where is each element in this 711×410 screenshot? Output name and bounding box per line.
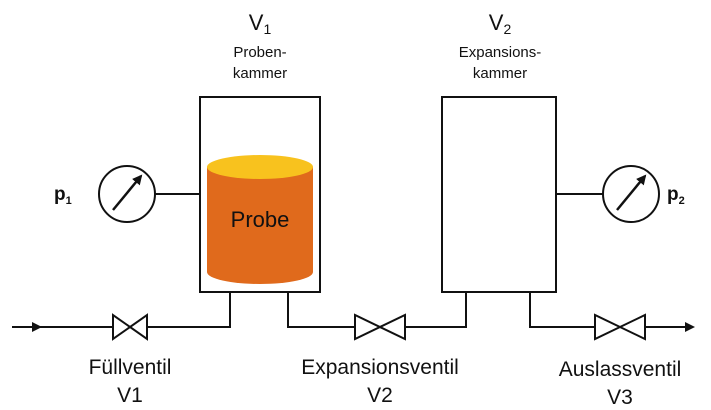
expansion-valve-id: V2 <box>367 384 393 407</box>
outlet-valve <box>594 313 646 341</box>
expansion-valve-icon <box>354 313 406 341</box>
outlet-valve-id: V3 <box>607 386 633 409</box>
expansion-pipe-right <box>405 292 467 328</box>
outlet-valve-name: Auslassventil <box>559 358 682 381</box>
sample-cylinder: Probe <box>207 155 313 284</box>
pressure-gauge-p2: p2 <box>556 165 685 223</box>
expansion-chamber <box>441 96 557 293</box>
outlet-valve-icon <box>594 313 646 341</box>
chamber-v2-label-line1: Expansions- <box>459 44 542 61</box>
expansion-pipe-left <box>287 292 355 328</box>
fill-valve-id: V1 <box>117 384 143 407</box>
gauge-p1-needle <box>112 174 143 211</box>
fill-valve <box>112 313 148 341</box>
chamber-v1-symbol: V1 <box>249 10 272 37</box>
expansion-valve-name: Expansionsventil <box>301 356 459 379</box>
fill-valve-icon <box>112 313 148 341</box>
gauge-p2-needle <box>616 174 647 211</box>
outlet-pipe <box>529 292 595 328</box>
sample-body <box>207 167 313 284</box>
pressure-gauge-p1: p1 <box>54 165 200 223</box>
piping <box>12 292 695 332</box>
sample-top <box>207 155 313 179</box>
chamber-v1-label-line2: kammer <box>233 65 287 82</box>
gauge-p2-label: p2 <box>667 184 685 207</box>
fill-valve-name: Füllventil <box>89 356 172 379</box>
expansion-valve <box>354 313 406 341</box>
fill-pipe <box>147 292 231 328</box>
chamber-v2-label-line2: kammer <box>473 65 527 82</box>
chamber-v2-symbol: V2 <box>489 10 512 37</box>
gauge-p1-label: p1 <box>54 184 72 207</box>
sample-label: Probe <box>231 207 290 232</box>
chamber-v1-label-line1: Proben- <box>233 44 286 61</box>
